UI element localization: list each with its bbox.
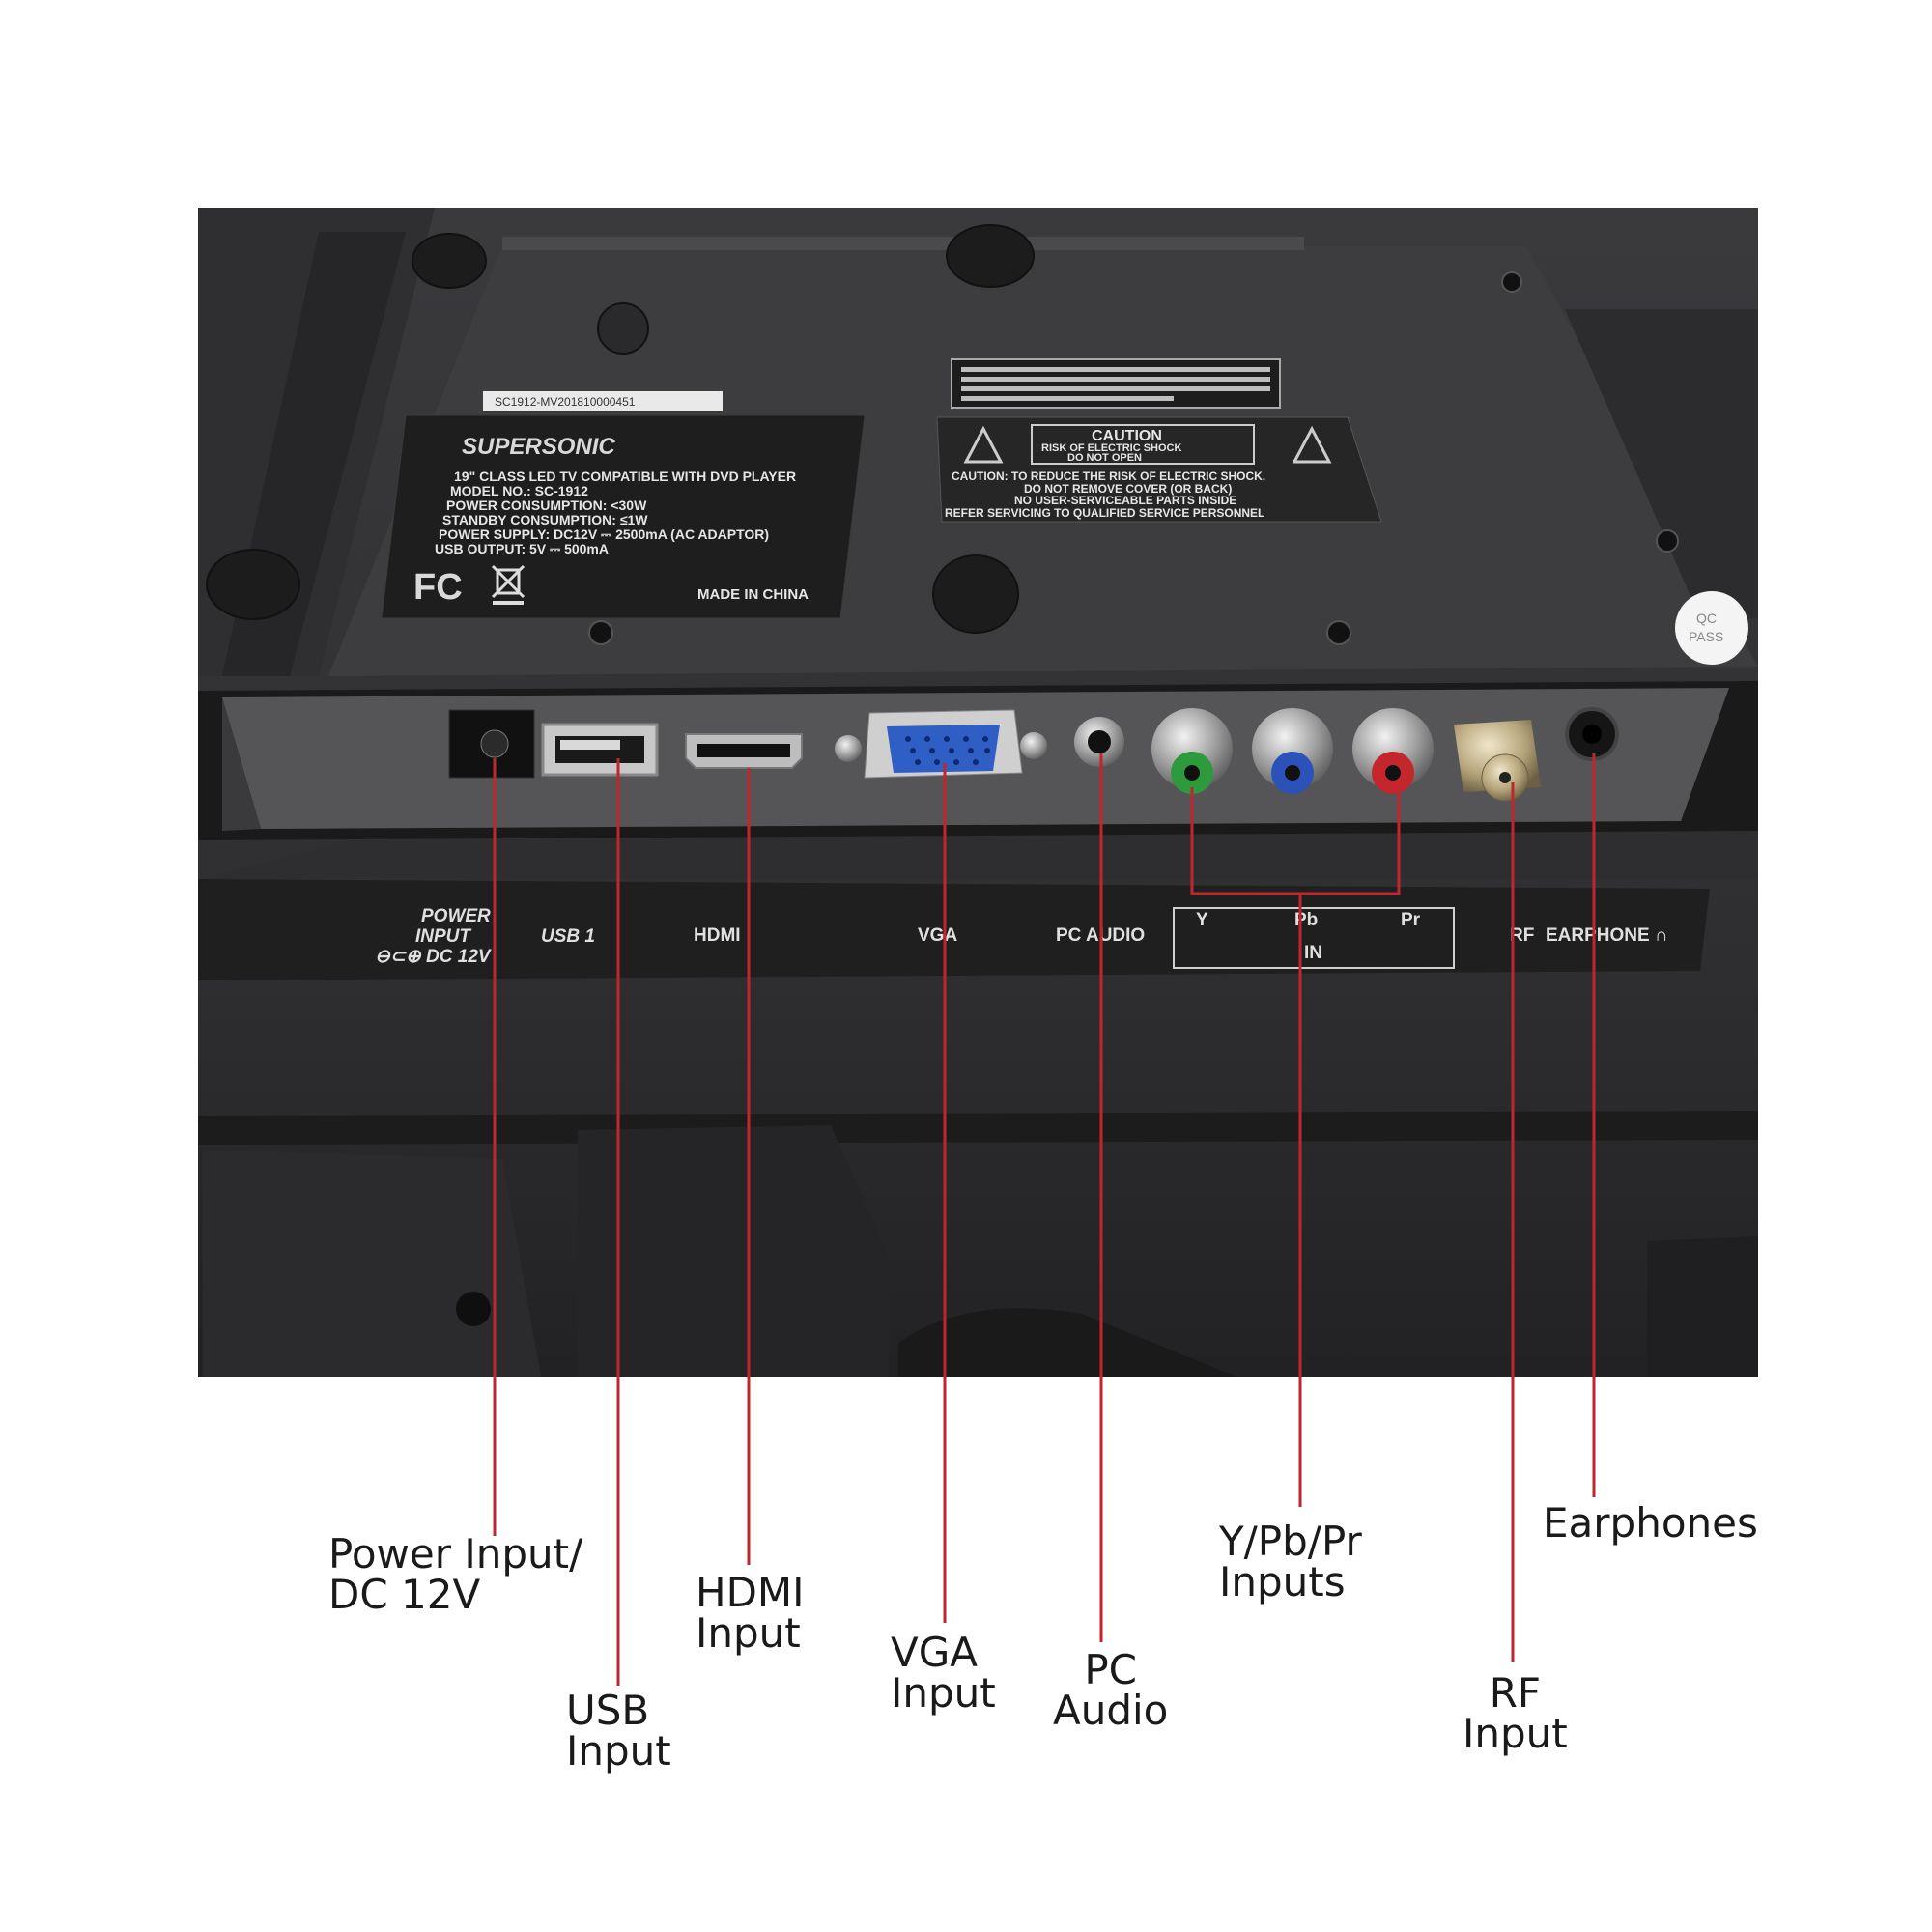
callout-rf-line-1: RF bbox=[1489, 1669, 1542, 1717]
callout-ypbpr-inputs: Y/Pb/Pr Inputs bbox=[1219, 1521, 1362, 1603]
label-rf: RF bbox=[1510, 925, 1534, 946]
plate-line-5: POWER SUPPLY: DC12V ⎓ 2500mA (AC ADAPTOR… bbox=[439, 526, 769, 542]
callout-usb-input: USB Input bbox=[566, 1690, 671, 1772]
callout-ypbpr-line-1: Y/Pb/Pr bbox=[1219, 1518, 1362, 1565]
usb-port bbox=[541, 723, 659, 777]
brand-logo: SUPERSONIC bbox=[462, 434, 615, 460]
qc-pass-sticker: QC PASS bbox=[1675, 591, 1748, 665]
rca-pr-jack bbox=[1352, 708, 1434, 794]
plate-line-2: MODEL NO.: SC-1912 bbox=[450, 483, 588, 498]
caution-line-2: DO NOT REMOVE COVER (OR BACK) bbox=[1024, 482, 1232, 496]
callout-earphones: Earphones bbox=[1543, 1503, 1758, 1544]
plate-line-6: USB OUTPUT: 5V ⎓ 500mA bbox=[435, 541, 609, 556]
label-hdmi: HDMI bbox=[694, 925, 741, 946]
callout-pc-line-2: Audio bbox=[1053, 1687, 1169, 1734]
made-in-label: MADE IN CHINA bbox=[697, 586, 809, 603]
callout-leader-lines bbox=[493, 753, 1596, 1686]
label-power-1: POWER bbox=[421, 906, 491, 926]
serial-number: SC1912-MV201810000451 bbox=[495, 395, 636, 409]
callout-hdmi-line-2: Input bbox=[696, 1609, 801, 1657]
mounting-bosses bbox=[206, 224, 1035, 634]
port-row bbox=[448, 707, 1619, 802]
caution-sub-2: DO NOT OPEN bbox=[1067, 452, 1142, 464]
weee-bin-icon bbox=[491, 564, 526, 605]
rf-coax-jack bbox=[1454, 720, 1541, 802]
caution-label: CAUTION RISK OF ELECTRIC SHOCK DO NOT OP… bbox=[936, 358, 1382, 523]
rca-pb-jack bbox=[1252, 708, 1333, 794]
callout-power-input: Power Input/ DC 12V bbox=[328, 1534, 582, 1615]
callout-rf-line-2: Input bbox=[1463, 1710, 1568, 1757]
plate-line-3: POWER CONSUMPTION: <30W bbox=[446, 497, 647, 513]
callout-usb-line-2: Input bbox=[566, 1727, 671, 1775]
plate-line-1: 19" CLASS LED TV COMPATIBLE WITH DVD PLA… bbox=[454, 469, 796, 484]
caution-line-1: CAUTION: TO REDUCE THE RISK OF ELECTRIC … bbox=[952, 469, 1265, 483]
callout-vga-line-2: Input bbox=[891, 1669, 996, 1717]
callout-power-line-2: DC 12V bbox=[328, 1571, 481, 1618]
label-vga: VGA bbox=[918, 925, 957, 946]
fcc-logo: FC bbox=[413, 567, 463, 608]
earphone-jack bbox=[1565, 707, 1619, 761]
leader-ypbpr bbox=[1190, 787, 1401, 895]
label-pb: Pb bbox=[1294, 910, 1318, 930]
callout-power-line-1: Power Input/ bbox=[328, 1530, 583, 1577]
rating-plate: SC1912-MV201810000451 SUPERSONIC 19" CLA… bbox=[381, 391, 866, 619]
label-power-3: ⊖⊂⊕ DC 12V bbox=[375, 947, 492, 967]
label-power-2: INPUT bbox=[415, 926, 471, 947]
qc-line-1: QC bbox=[1696, 611, 1717, 626]
callout-earphones-line: Earphones bbox=[1543, 1499, 1758, 1547]
callout-vga-input: VGA Input bbox=[891, 1633, 996, 1714]
label-usb: USB 1 bbox=[541, 926, 595, 947]
label-pr: Pr bbox=[1401, 910, 1421, 930]
dc-power-jack bbox=[448, 709, 535, 779]
caution-sub-1: RISK OF ELECTRIC SHOCK bbox=[1041, 442, 1182, 454]
plate-line-4: STANDBY CONSUMPTION: ≤1W bbox=[442, 512, 648, 527]
vga-port bbox=[835, 709, 1047, 779]
callout-hdmi-input: HDMI Input bbox=[696, 1573, 805, 1654]
callout-hdmi-line-1: HDMI bbox=[696, 1569, 805, 1616]
rca-y-jack bbox=[1151, 708, 1233, 794]
callout-vga-line-1: VGA bbox=[891, 1629, 979, 1676]
qc-line-2: PASS bbox=[1689, 629, 1723, 644]
caution-title: CAUTION bbox=[1092, 428, 1162, 444]
callout-pc-audio: PC Audio bbox=[1053, 1650, 1168, 1731]
callout-usb-line-1: USB bbox=[566, 1687, 650, 1734]
label-y: Y bbox=[1196, 910, 1208, 930]
exclamation-warning-icon bbox=[1292, 425, 1332, 464]
callout-pc-line-1: PC bbox=[1084, 1646, 1138, 1693]
pc-audio-jack bbox=[1074, 717, 1124, 767]
shock-warning-icon bbox=[963, 425, 1004, 464]
callout-ypbpr-line-2: Inputs bbox=[1219, 1558, 1346, 1605]
lower-housing bbox=[198, 971, 1758, 1377]
label-in: IN bbox=[1304, 943, 1322, 963]
hdmi-port bbox=[685, 733, 803, 769]
caution-line-3: NO USER-SERVICEABLE PARTS INSIDE bbox=[1014, 494, 1236, 507]
callout-rf-input: RF Input bbox=[1463, 1673, 1568, 1754]
port-label-strip: POWER INPUT ⊖⊂⊕ DC 12V USB 1 HDMI VGA PC… bbox=[198, 831, 1758, 980]
caution-line-4: REFER SERVICING TO QUALIFIED SERVICE PER… bbox=[945, 506, 1264, 520]
label-earphone: EARPHONE ∩ bbox=[1546, 925, 1668, 946]
